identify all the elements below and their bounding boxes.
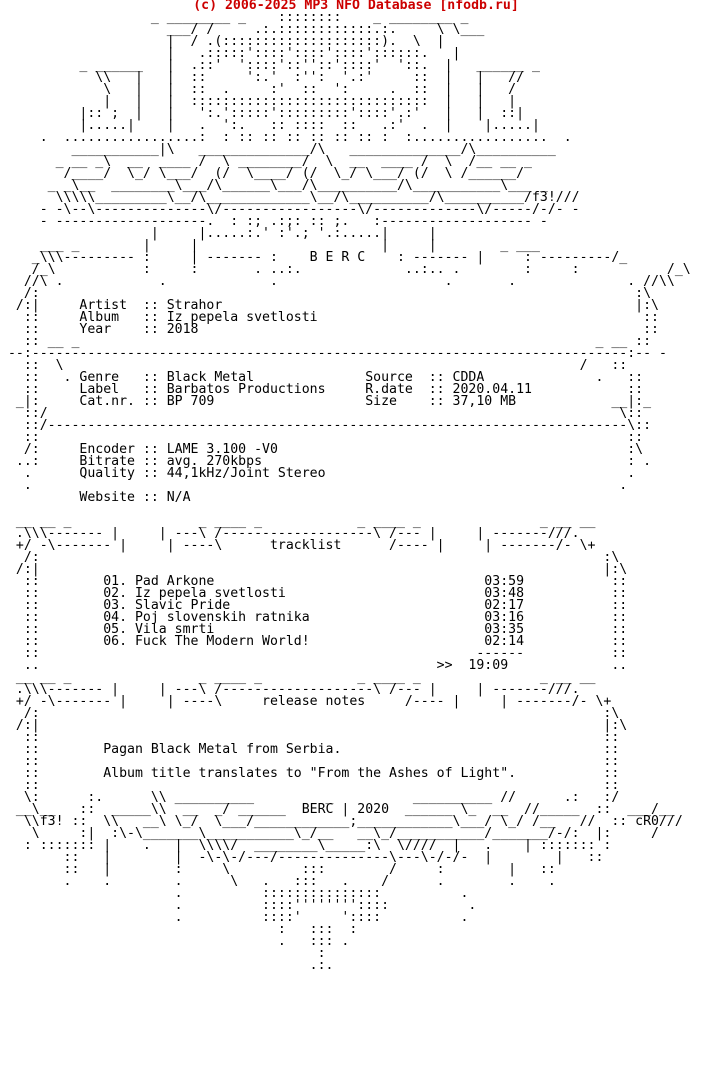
- nfo-ascii-document: _ ________ _ :::::::: _ ________ _ ___/ …: [7, 12, 691, 972]
- site-banner: (c) 2006-2025 MP3 NFO Database [nfodb.ru…: [193, 0, 519, 13]
